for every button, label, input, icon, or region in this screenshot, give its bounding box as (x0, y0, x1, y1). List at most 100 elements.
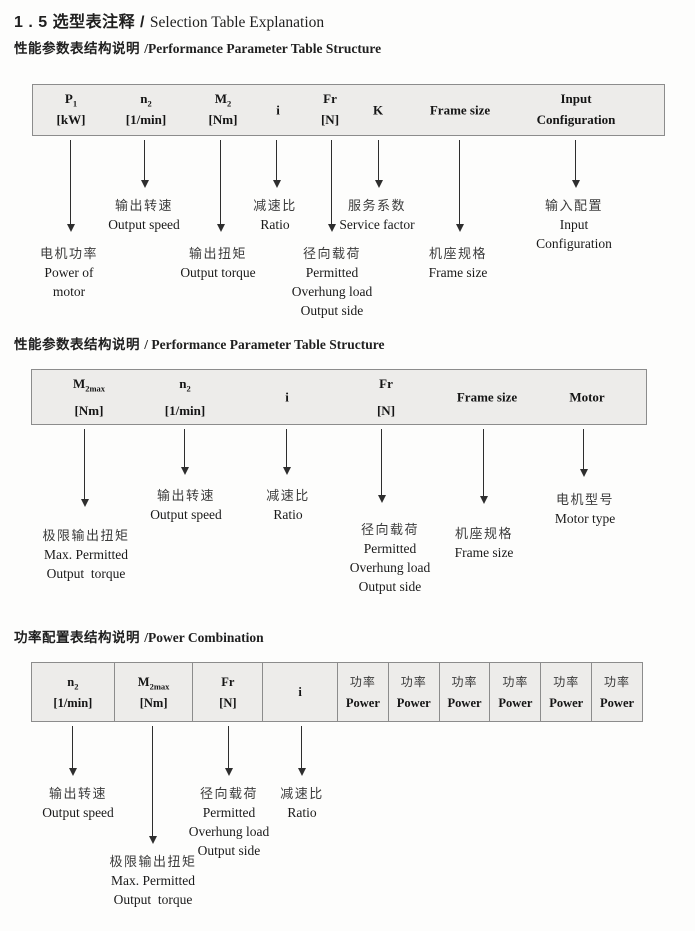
callout-overhung-load: 径向载荷 Permitted Overhung load Output side (350, 520, 431, 596)
callout-cn: 电机功率 (39, 246, 99, 261)
col-unit: [1/min] (125, 112, 167, 127)
col-header-m2: M2 [Nm] (209, 91, 238, 127)
power-en: Power (498, 695, 533, 710)
callout-cn: 减速比 (266, 488, 310, 503)
callout-overhung-load: 径向载荷 Permitted Overhung load Output side (189, 784, 270, 860)
callout-en: Service factor (339, 217, 415, 232)
callout-en: Permitted (305, 265, 359, 280)
callout-en: Overhung load (349, 560, 431, 575)
callout-output-speed: 输出转速 Output speed (42, 784, 114, 822)
power-cn: 功率 (553, 674, 580, 689)
callout-en: motor (52, 284, 86, 299)
col-header-frame-size: Frame size (430, 103, 490, 118)
symbol-text: M (214, 91, 228, 106)
power-cn: 功率 (502, 674, 529, 689)
section1-heading-en: /Performance Parameter Table Structure (144, 41, 382, 56)
col-unit: [1/min] (164, 403, 206, 418)
col-symbol: n2 (165, 376, 205, 393)
section3-header-table: n2 [1/min] M2max [Nm] Fr [N] i 功率 Power … (31, 662, 643, 722)
col-header-k: K (373, 103, 383, 118)
arrow-n2 (68, 726, 77, 776)
t3-col-i: i (263, 663, 338, 721)
col-symbol: i (276, 102, 280, 118)
callout-cn: 输出扭矩 (188, 246, 247, 261)
callout-en: Output side (300, 303, 364, 318)
callout-cn: 减速比 (280, 786, 324, 801)
symbol-text: n (67, 674, 75, 689)
callout-en: Output side (197, 843, 261, 858)
section2-header-table: M2max [Nm] n2 [1/min] i Fr [N] Frame siz… (31, 369, 647, 425)
symbol-text: M (137, 674, 150, 689)
arrow-frame-size (455, 140, 464, 232)
col-unit: [Nm] (74, 403, 104, 418)
arrow-m2max (80, 429, 89, 507)
col-header-i: i (285, 390, 289, 405)
arrow-n2 (140, 140, 149, 188)
callout-en: Overhung load (188, 824, 270, 839)
section1-header-table: P1 [kW] n2 [1/min] M2 [Nm] i Fr [N] K Fr… (32, 84, 665, 136)
callout-en: Ratio (273, 507, 303, 522)
callout-overhung-load: 径向载荷 Permitted Overhung load Output side (292, 244, 373, 320)
t3-col-power-2: 功率 Power (389, 663, 440, 721)
arrow-m2 (216, 140, 225, 232)
arrow-fr (377, 429, 386, 503)
col-symbol: M2 (209, 91, 238, 108)
symbol-subscript: 1 (72, 98, 78, 109)
arrow-m2max (148, 726, 157, 844)
callout-cn: 输出转速 (48, 786, 107, 801)
symbol-subscript: 2 (147, 98, 152, 109)
col-symbol: Input (560, 91, 592, 106)
col-header-input-configuration: Input Configuration (537, 91, 616, 127)
callout-en: Max. Permitted (43, 547, 128, 562)
col-unit: [Nm] (208, 112, 238, 127)
col-symbol: M2max (73, 376, 106, 394)
col-symbol: M2max (137, 674, 170, 691)
symbol-text: n (179, 376, 187, 391)
t3-col-fr: Fr [N] (193, 663, 264, 721)
callout-en: Max. Permitted (110, 873, 195, 888)
t3-col-power-3: 功率 Power (440, 663, 491, 721)
col-header-m2max: M2max [Nm] (73, 376, 105, 418)
col-unit: Configuration (536, 112, 616, 127)
arrow-fr (224, 726, 233, 776)
section1-heading: 性能参数表结构说明 /Performance Parameter Table S… (14, 37, 381, 57)
t3-col-power-1: 功率 Power (338, 663, 389, 721)
section1-heading-cn: 性能参数表结构说明 (14, 41, 145, 56)
col-symbol: i (285, 389, 289, 405)
t3-col-n2: n2 [1/min] (32, 663, 115, 721)
col-symbol: P1 (57, 91, 86, 109)
col-symbol: Fr (323, 91, 337, 106)
col-header-fr: Fr [N] (377, 376, 395, 418)
t3-col-power-6: 功率 Power (592, 663, 642, 721)
callout-en: Configuration (536, 236, 612, 251)
power-cn: 功率 (400, 674, 427, 689)
power-en: Power (345, 695, 380, 710)
col-header-fr: Fr [N] (321, 91, 339, 127)
power-en: Power (396, 695, 431, 710)
callout-frame-size: 机座规格 Frame size (455, 524, 514, 562)
arrow-k (374, 140, 383, 188)
col-unit: [N] (320, 112, 340, 127)
col-symbol: Frame size (429, 102, 491, 118)
arrow-p1 (66, 140, 75, 232)
callout-cn: 极限输出扭矩 (42, 528, 130, 543)
col-unit: [N] (376, 403, 396, 418)
callout-cn: 减速比 (253, 198, 297, 213)
symbol-subscript: 2max (85, 383, 106, 394)
col-header-frame-size: Frame size (457, 390, 517, 405)
callout-en: Power of (44, 265, 94, 280)
callout-frame-size: 机座规格 Frame size (429, 244, 488, 282)
col-unit: [Nm] (139, 695, 168, 710)
arrow-i (297, 726, 306, 776)
callout-en: Output speed (150, 507, 222, 522)
callout-output-speed: 输出转速 Output speed (108, 196, 180, 234)
callout-en: Ratio (260, 217, 290, 232)
callout-en: Permitted (363, 541, 417, 556)
callout-ratio: 减速比 Ratio (253, 196, 297, 234)
callout-en: Output torque (46, 566, 126, 581)
section2-heading-en: / Performance Parameter Table Structure (144, 337, 385, 352)
callout-cn: 机座规格 (428, 246, 488, 261)
col-header-p1: P1 [kW] (57, 91, 86, 127)
col-symbol: Frame size (456, 389, 518, 405)
